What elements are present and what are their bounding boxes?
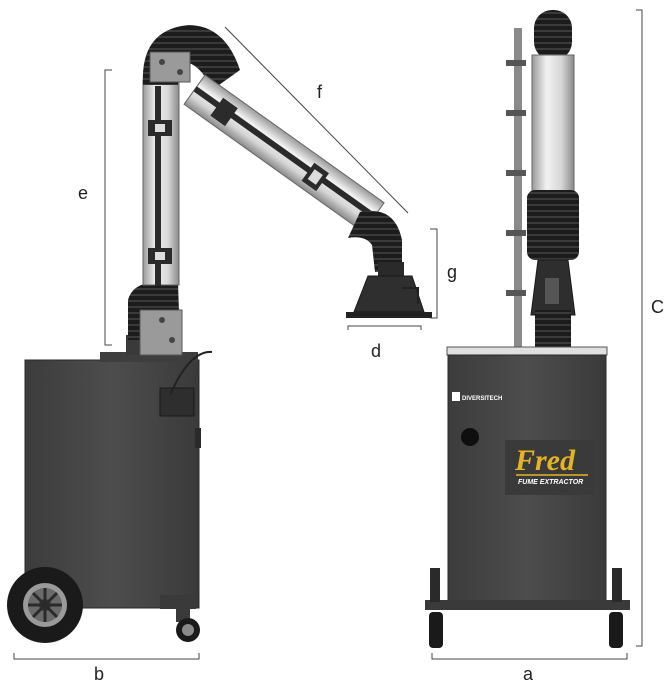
- dim-line-e: [104, 69, 112, 346]
- front-cabinet-frame: [446, 346, 608, 356]
- dimension-lines: e f g d b a C: [13, 9, 664, 682]
- dim-label-b: b: [94, 664, 104, 682]
- front-view: DIVERSITECH Fred FUME EXTRACTOR: [425, 10, 630, 648]
- dim-label-a: a: [523, 664, 534, 682]
- dim-label-d: d: [371, 341, 381, 361]
- dim-line-a: [431, 653, 628, 660]
- side-outlet-bracket: [159, 387, 195, 417]
- product-subtitle: FUME EXTRACTOR: [518, 479, 583, 486]
- front-caster-right: [609, 568, 623, 648]
- dim-line-b: [13, 653, 200, 660]
- side-caster: [176, 608, 200, 642]
- side-lower-joint-plate: [139, 309, 183, 356]
- front-rail: [514, 28, 522, 353]
- front-product-label: Fred FUME EXTRACTOR: [505, 440, 595, 495]
- maker-logo: DIVERSITECH: [462, 396, 502, 402]
- dim-label-f: f: [317, 82, 323, 102]
- front-intake-port: [461, 428, 479, 446]
- dim-line-d: [347, 325, 422, 330]
- front-base: [425, 600, 630, 610]
- front-brand-badge: DIVERSITECH: [452, 392, 502, 402]
- dim-line-f: [224, 26, 409, 214]
- side-top-joint-plate: [149, 51, 191, 83]
- dim-label-e: e: [78, 183, 88, 203]
- dim-label-c: C: [651, 297, 664, 317]
- dim-label-g: g: [447, 262, 457, 282]
- side-diag-clamp-1: [210, 97, 238, 127]
- product-name: Fred: [514, 444, 576, 477]
- side-handle: [195, 428, 201, 448]
- side-hood-elbow-hose: [348, 210, 402, 272]
- front-caster-left: [429, 568, 443, 648]
- dim-line-g: [430, 228, 438, 319]
- dim-line-c: [636, 9, 643, 647]
- side-view: [7, 25, 432, 643]
- side-wheel: [7, 567, 83, 643]
- side-power-cable: [169, 350, 213, 396]
- side-base-bracket: [160, 595, 196, 609]
- side-cabinet-top: [100, 352, 198, 362]
- front-upper-tube: [531, 54, 575, 196]
- side-hood: [346, 262, 432, 318]
- front-middle-hose: [527, 190, 579, 260]
- front-top-hose: [534, 10, 572, 60]
